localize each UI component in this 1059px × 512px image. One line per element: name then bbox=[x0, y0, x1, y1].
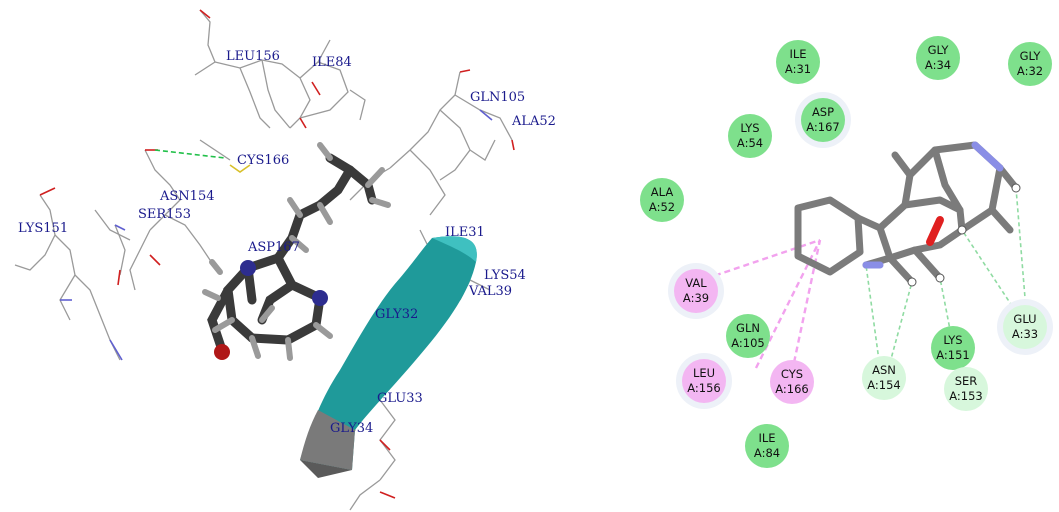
residue-asn154: ASN A:154 bbox=[862, 356, 906, 400]
svg-text:GLY: GLY bbox=[928, 43, 950, 57]
svg-text:A:151: A:151 bbox=[936, 348, 970, 362]
label-gln105: GLN105 bbox=[470, 90, 525, 105]
label-ile31: ILE31 bbox=[445, 225, 485, 240]
interaction-diagram-2d: ILE A:31 GLY A:34 GLY A:32 ASP A:167 bbox=[640, 36, 1053, 468]
label-cys166: CYS166 bbox=[237, 153, 289, 168]
svg-text:A:156: A:156 bbox=[687, 381, 721, 395]
svg-text:VAL: VAL bbox=[685, 276, 707, 290]
svg-text:LYS: LYS bbox=[943, 333, 962, 347]
svg-text:A:33: A:33 bbox=[1012, 327, 1038, 341]
residue-cys166: CYS A:166 bbox=[770, 360, 814, 404]
residue-labels-3d: LEU156 ILE84 GLN105 ALA52 CYS166 ASN154 … bbox=[18, 49, 556, 436]
svg-text:GLN: GLN bbox=[736, 321, 760, 335]
svg-text:A:105: A:105 bbox=[731, 336, 765, 350]
label-gly34: GLY34 bbox=[330, 421, 373, 436]
label-asp167: ASP167 bbox=[247, 240, 300, 255]
residue-gly34: GLY A:34 bbox=[916, 36, 960, 80]
residue-ala52: ALA A:52 bbox=[640, 178, 684, 222]
hbond-dash-3d bbox=[154, 149, 226, 159]
residue-leu156: LEU A:156 bbox=[676, 353, 732, 409]
label-asn154: ASN154 bbox=[159, 189, 214, 204]
binding-pose-3d-view: LEU156 ILE84 GLN105 ALA52 CYS166 ASN154 … bbox=[14, 9, 556, 511]
svg-text:A:39: A:39 bbox=[683, 291, 709, 305]
label-ala52: ALA52 bbox=[511, 114, 556, 129]
svg-text:A:167: A:167 bbox=[806, 120, 840, 134]
svg-text:ILE: ILE bbox=[758, 431, 775, 445]
svg-text:A:154: A:154 bbox=[867, 378, 901, 392]
svg-text:ILE: ILE bbox=[789, 47, 806, 61]
svg-text:LEU: LEU bbox=[693, 366, 715, 380]
label-leu156: LEU156 bbox=[226, 49, 280, 64]
label-lys54: LYS54 bbox=[484, 268, 526, 283]
svg-text:A:31: A:31 bbox=[785, 62, 811, 76]
svg-text:GLU: GLU bbox=[1013, 312, 1036, 326]
svg-text:GLY: GLY bbox=[1020, 49, 1042, 63]
label-ile84: ILE84 bbox=[312, 55, 352, 70]
label-glu33: GLU33 bbox=[377, 391, 423, 406]
residue-val39: VAL A:39 bbox=[668, 263, 724, 319]
residue-ile84: ILE A:84 bbox=[745, 424, 789, 468]
residue-asp167: ASP A:167 bbox=[795, 92, 851, 148]
svg-text:A:54: A:54 bbox=[737, 136, 763, 150]
label-lys151: LYS151 bbox=[18, 221, 68, 236]
residue-ser153: SER A:153 bbox=[944, 367, 988, 411]
svg-text:A:153: A:153 bbox=[949, 389, 983, 403]
ligand-3d bbox=[202, 142, 391, 361]
label-val39: VAL39 bbox=[468, 284, 512, 299]
svg-text:A:32: A:32 bbox=[1017, 64, 1043, 78]
svg-text:A:52: A:52 bbox=[649, 200, 675, 214]
svg-text:A:166: A:166 bbox=[775, 382, 809, 396]
residue-lys54: LYS A:54 bbox=[728, 114, 772, 158]
svg-text:ASP: ASP bbox=[812, 105, 834, 119]
residue-gly32: GLY A:32 bbox=[1008, 42, 1052, 86]
residue-ile31: ILE A:31 bbox=[776, 40, 820, 84]
residue-glu33: GLU A:33 bbox=[997, 299, 1053, 355]
residue-gln105: GLN A:105 bbox=[726, 314, 770, 358]
svg-text:ASN: ASN bbox=[872, 363, 896, 377]
label-gly32: GLY32 bbox=[375, 307, 418, 322]
svg-text:A:34: A:34 bbox=[925, 58, 951, 72]
residue-nodes: ILE A:31 GLY A:34 GLY A:32 ASP A:167 bbox=[640, 36, 1053, 468]
svg-text:CYS: CYS bbox=[781, 367, 803, 381]
svg-text:SER: SER bbox=[955, 374, 978, 388]
ligand-2d bbox=[794, 141, 1021, 287]
residue-lys151: LYS A:151 bbox=[931, 326, 975, 370]
protein-ribbon bbox=[300, 236, 477, 478]
svg-text:LYS: LYS bbox=[740, 121, 759, 135]
label-ser153: SER153 bbox=[138, 207, 191, 222]
svg-text:A:84: A:84 bbox=[754, 446, 780, 460]
svg-text:ALA: ALA bbox=[651, 185, 674, 199]
